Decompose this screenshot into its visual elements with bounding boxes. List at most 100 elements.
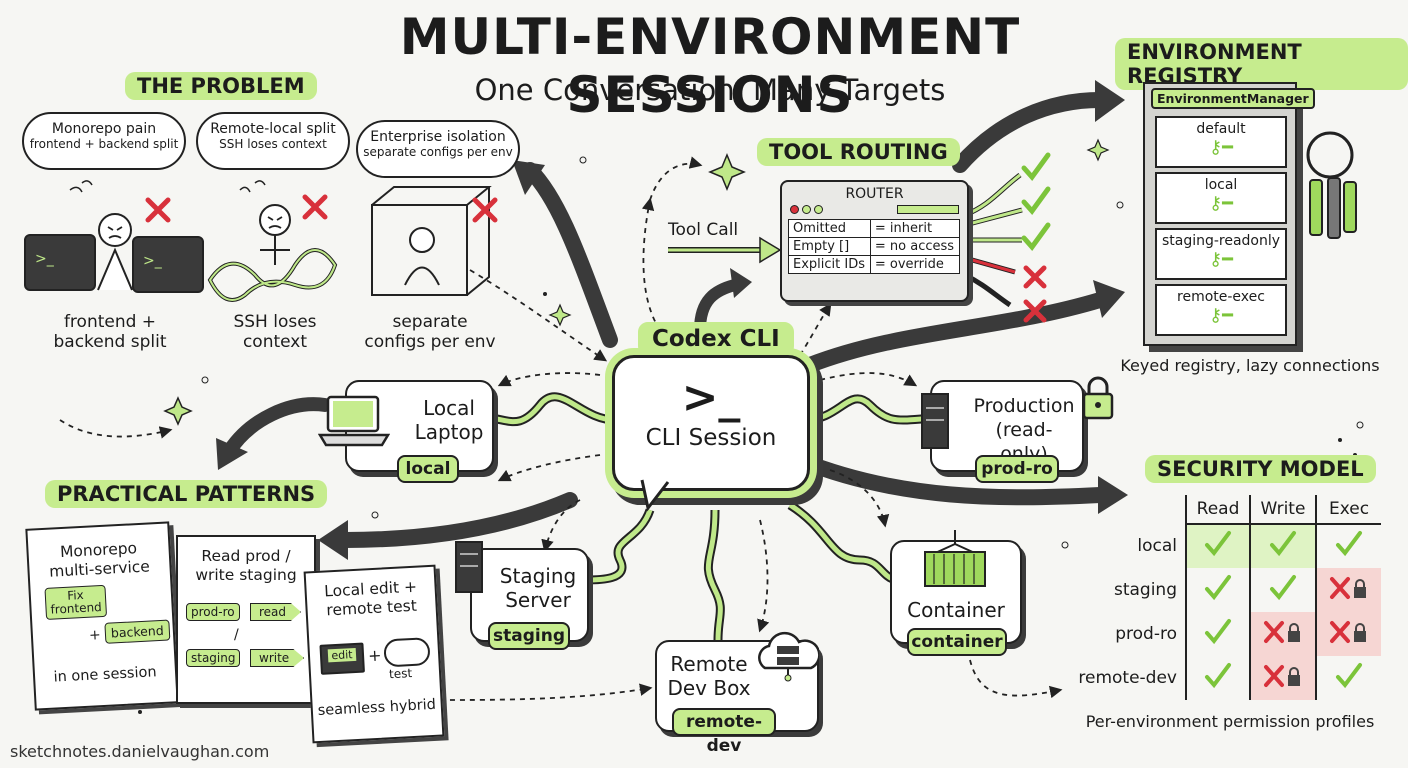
row-env-label: prod-ro	[1115, 624, 1177, 644]
bubble-sub: SSH loses context	[219, 137, 327, 151]
env-name: Local Laptop	[414, 396, 484, 444]
env-tag-prod-ro: prod-ro	[975, 455, 1059, 483]
registry-heading: ENVIRONMENT REGISTRY	[1115, 38, 1408, 90]
permission-row-remote-dev: remote-dev	[1075, 656, 1381, 700]
svg-text:>_: >_	[143, 253, 163, 269]
laptop-icon: edit	[319, 642, 365, 675]
padlock-icon	[1354, 630, 1366, 642]
pattern-card-read-write: Read prod / write staging prod-ro read /…	[176, 535, 316, 704]
routing-input: Empty []	[788, 237, 871, 256]
footer-credit[interactable]: sketchnotes.danielvaughan.com	[10, 742, 270, 761]
permission-cell	[1315, 568, 1381, 612]
env-tag-container: container	[907, 628, 1007, 656]
read-arrow: read	[250, 603, 302, 621]
column-header: Read	[1185, 495, 1250, 525]
permission-header-row: Read Write Exec	[1075, 495, 1381, 525]
problem-heading: THE PROBLEM	[125, 72, 317, 100]
problem-bubble-monorepo: Monorepo pain frontend + backend split	[22, 112, 186, 170]
drawer-label: default	[1196, 121, 1246, 137]
key-icon: ⚷━	[1208, 137, 1234, 158]
check-icon	[1205, 662, 1231, 688]
check-icon	[1021, 222, 1051, 251]
routing-input: Explicit IDs	[788, 255, 871, 274]
routing-input: Omitted	[788, 219, 871, 238]
cross-icon	[472, 197, 498, 223]
env-tag-staging: staging	[488, 622, 570, 650]
drawer-label: local	[1204, 177, 1238, 193]
permission-cell	[1185, 656, 1250, 700]
router-leds	[790, 205, 959, 215]
routing-result: = no access	[869, 237, 961, 256]
check-icon	[1205, 574, 1231, 600]
codex-cli-label: Codex CLI	[638, 322, 794, 356]
check-icon	[1205, 618, 1231, 644]
check-icon	[1336, 662, 1362, 688]
edit-label: edit	[327, 647, 357, 663]
check-icon	[1021, 186, 1051, 215]
svg-text:>_: >_	[35, 251, 55, 267]
env-name: Remote Dev Box	[667, 652, 751, 700]
key-icon: ⚷━	[1208, 305, 1234, 326]
permission-cell	[1185, 612, 1250, 656]
arrow-to-security	[792, 452, 1108, 506]
split-monitors-illustration: >_ >_	[24, 180, 204, 293]
cross-lock-icon	[1330, 576, 1366, 599]
cloud-server-icon	[758, 631, 819, 682]
cli-session-node[interactable]: >_ CLI Session	[612, 355, 810, 491]
drawer-label: remote-exec	[1177, 289, 1265, 305]
column-header: Write	[1249, 495, 1316, 525]
column-header: Exec	[1315, 495, 1381, 525]
problem-caption-ssh: SSH loses context	[233, 312, 317, 352]
padlock-icon	[1288, 630, 1300, 642]
routing-table: Omitted = inherit Empty [] = no access E…	[788, 219, 961, 274]
pattern-card-hybrid: Local edit + remote test edit + test sea…	[303, 564, 445, 744]
bubble-sub: separate configs per env	[363, 145, 513, 159]
row-env-label: staging	[1113, 580, 1177, 600]
registry-cabinet: EnvironmentManager default ⚷━ local ⚷━ s…	[1143, 82, 1315, 346]
plus-sign: +	[367, 645, 382, 666]
arrow-to-registry-top	[952, 92, 1108, 173]
padlock-icon	[1354, 586, 1366, 598]
routing-heading: TOOL ROUTING	[757, 138, 960, 166]
cloud-icon	[383, 637, 431, 668]
cross-icon	[302, 194, 328, 220]
page-subtitle: One Conversation, Many Targets	[474, 73, 946, 107]
key-icon: ⚷━	[1208, 249, 1234, 270]
permission-cell	[1249, 612, 1316, 656]
env-tag-remote-dev: remote-dev	[672, 708, 776, 756]
prod-ro-chip: prod-ro	[186, 603, 240, 621]
permission-cell	[1249, 656, 1316, 700]
arrow-laptop-to-patterns	[223, 397, 332, 457]
tool-call-label: Tool Call	[668, 220, 739, 240]
router-device: ROUTER Omitted = inherit Empty [] = no a…	[780, 180, 969, 302]
row-env-label: remote-dev	[1078, 668, 1177, 688]
environment-manager-label: EnvironmentManager	[1151, 88, 1315, 109]
registry-caption: Keyed registry, lazy connections	[1120, 356, 1380, 375]
bubble-sub: frontend + backend split	[29, 137, 179, 151]
routing-row: Explicit IDs = override	[788, 255, 961, 274]
cross-icon	[145, 197, 171, 223]
permission-cell	[1249, 524, 1316, 568]
check-icon	[1270, 574, 1296, 600]
security-caption: Per-environment permission profiles	[1085, 712, 1375, 731]
permission-matrix: Read Write Exec local staging prod-ro re…	[1075, 495, 1381, 700]
card-title: Monorepo multi-service	[48, 539, 151, 581]
isolation-box-illustration	[371, 186, 492, 296]
write-arrow: write	[250, 649, 305, 667]
permission-cell	[1185, 568, 1250, 612]
registry-drawer-local: local ⚷━	[1155, 172, 1287, 224]
arrow-to-registry-mid	[802, 292, 1108, 373]
cli-session-label: CLI Session	[645, 425, 777, 451]
permission-cell	[1185, 524, 1250, 568]
bubble-title: Remote-local split	[210, 121, 336, 137]
backend-chip: backend	[104, 619, 171, 644]
env-node-staging[interactable]: Staging Server	[470, 548, 589, 642]
problem-illustrations: >_ >_	[24, 180, 498, 302]
cross-lock-icon	[1264, 620, 1300, 643]
permission-row-prod-ro: prod-ro	[1075, 612, 1381, 656]
registry-drawer-remote-exec: remote-exec ⚷━	[1155, 284, 1287, 336]
routing-result: = override	[869, 255, 961, 274]
card-title: Read prod / write staging	[195, 547, 297, 584]
env-tag-local: local	[397, 455, 459, 483]
row-env-label: local	[1137, 536, 1177, 556]
